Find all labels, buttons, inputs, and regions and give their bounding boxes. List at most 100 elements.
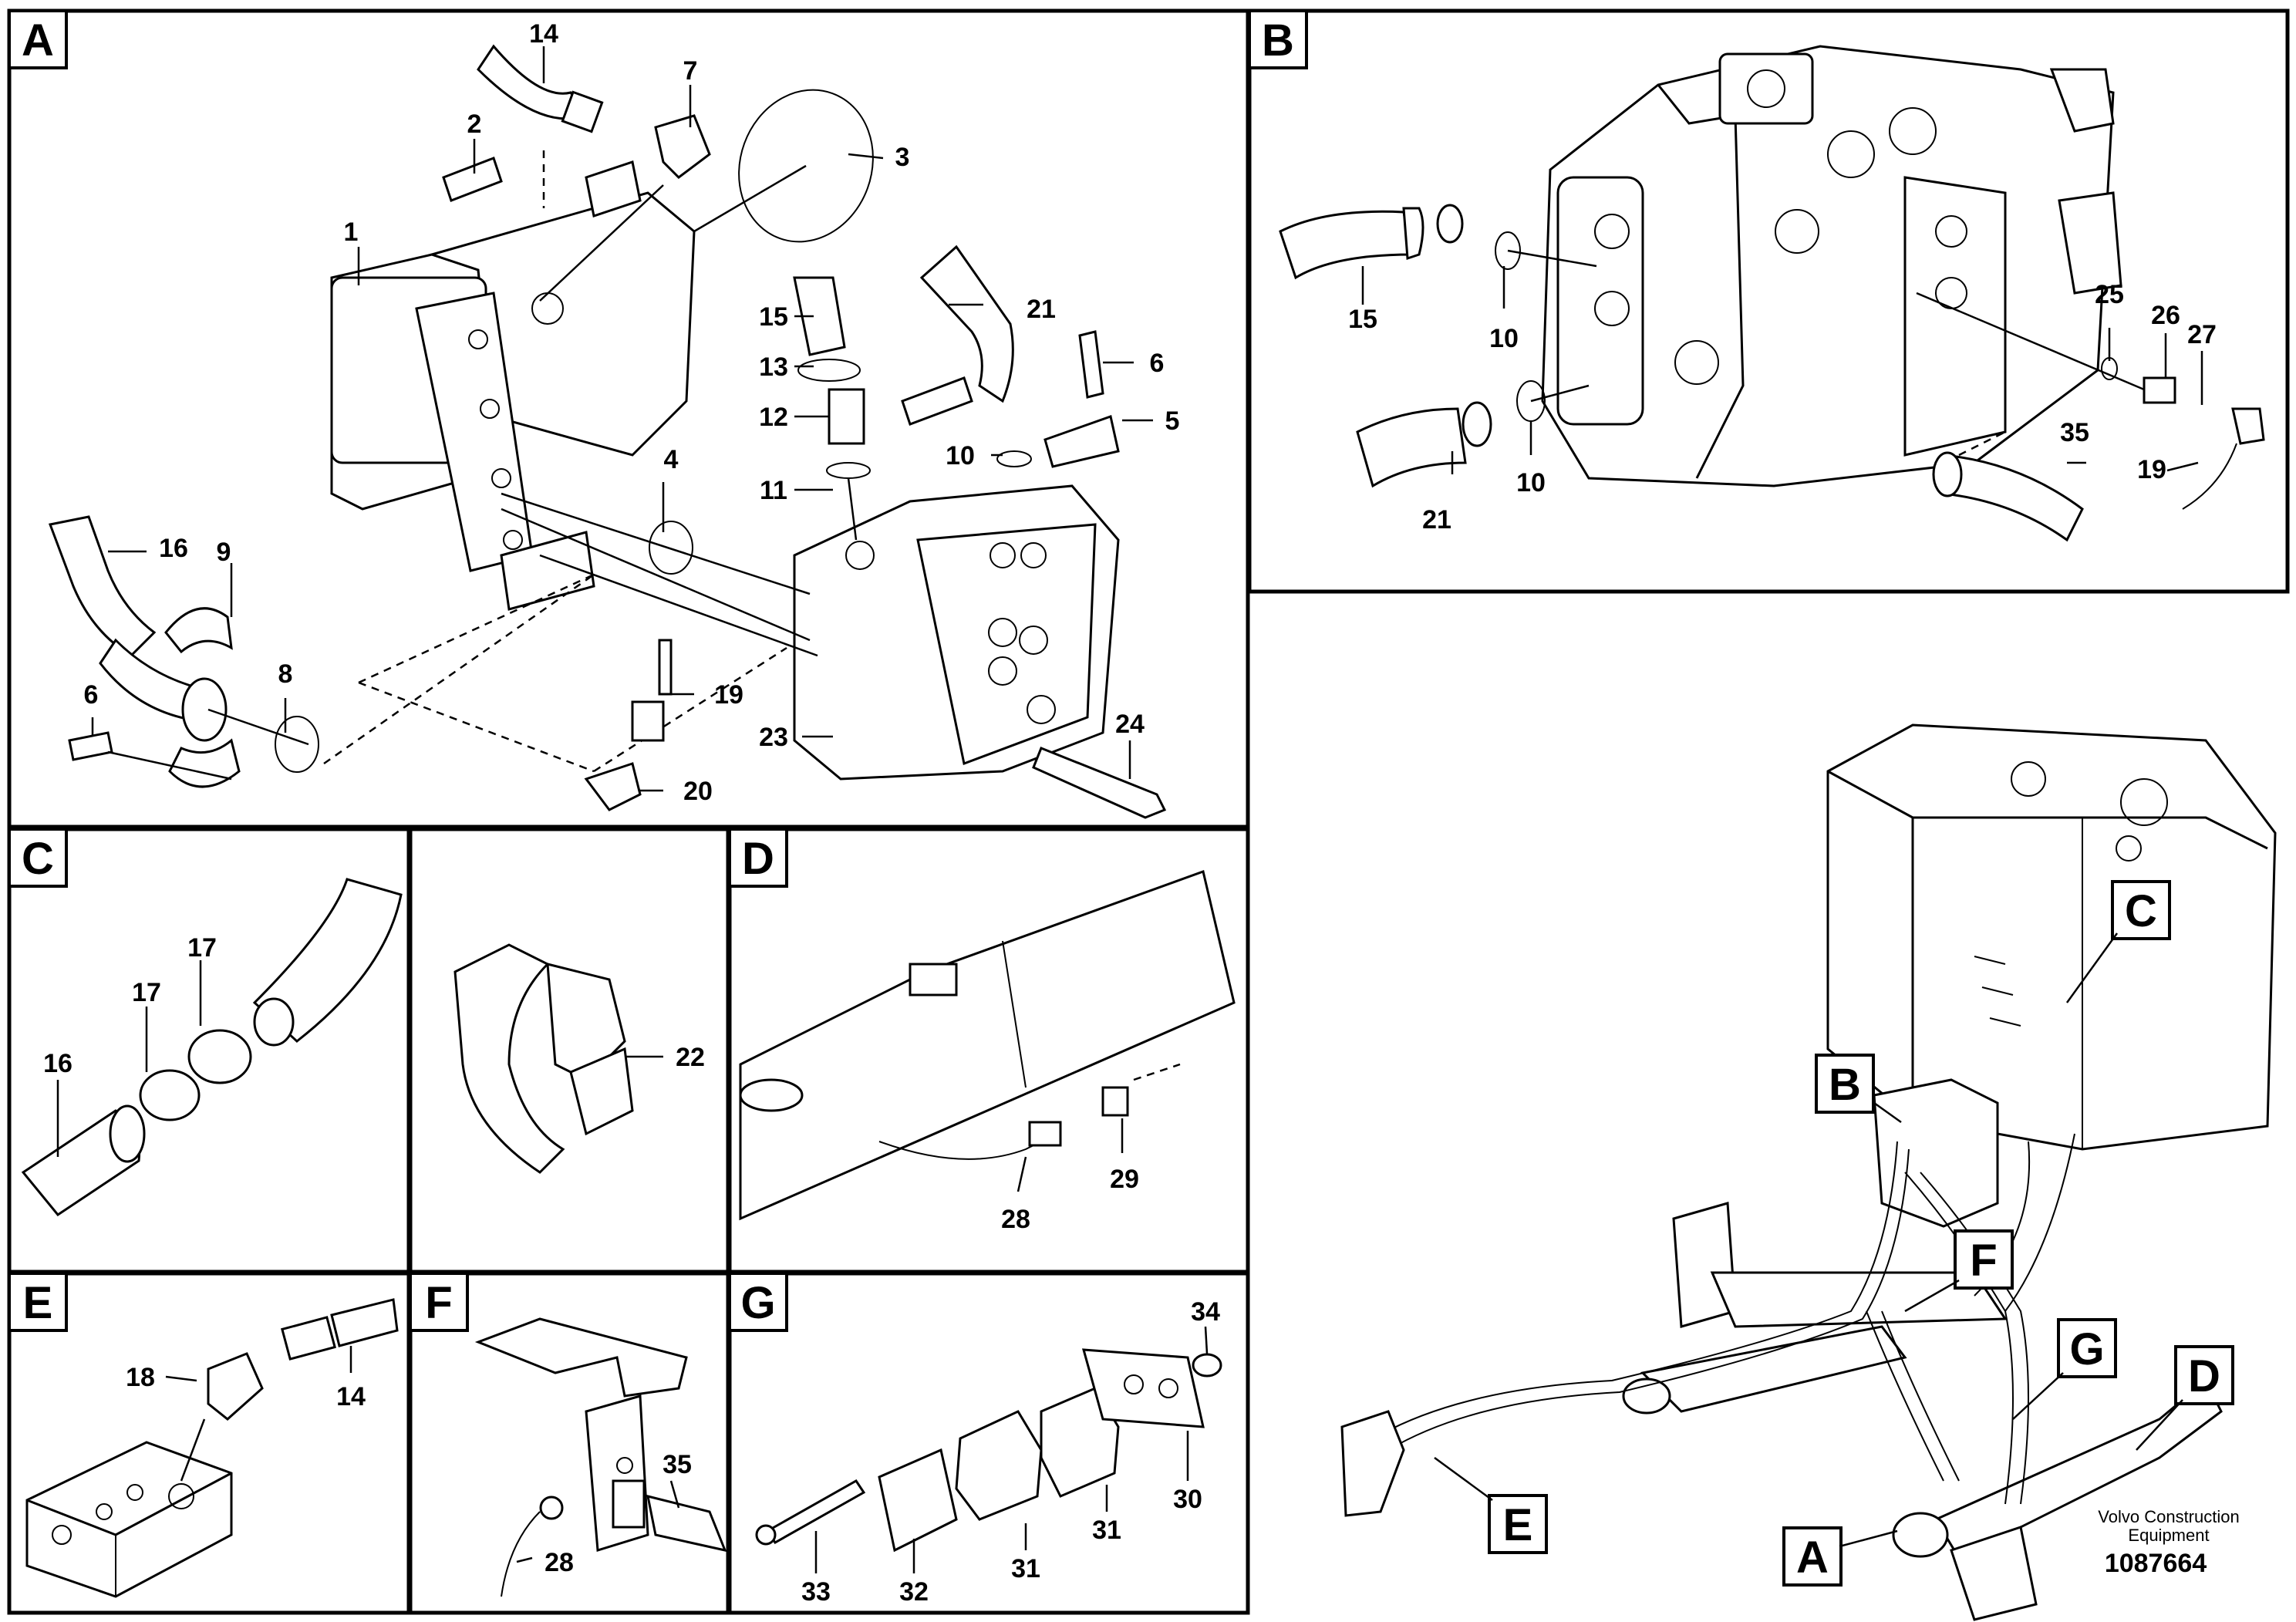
panel-b: B [1248, 9, 2265, 542]
callout-12: 12 [759, 403, 788, 432]
brand-line-2: Equipment [2128, 1526, 2209, 1545]
callout-33: 33 [801, 1577, 831, 1607]
plate-32 [878, 1448, 958, 1553]
oring-3 [738, 89, 874, 243]
hydraulic-tank [1826, 723, 2277, 1151]
elbow-20 [584, 762, 642, 811]
panel-f: F 35 28 [409, 1272, 727, 1597]
oring-11 [826, 462, 871, 479]
bolt-6 [1078, 330, 1104, 399]
marker-a: A [1796, 1533, 1829, 1583]
flange-5 [1043, 415, 1120, 468]
callout-27: 27 [2187, 320, 2217, 349]
hose-b21 [1356, 407, 1467, 488]
marker-f: F [1970, 1236, 1997, 1286]
hose-19a [658, 639, 673, 696]
callout-f28: 28 [544, 1548, 574, 1577]
overview-pump [1950, 1526, 2038, 1621]
panel-f-label: F [425, 1278, 452, 1328]
clamp-17a [187, 1029, 252, 1084]
hose-21 [919, 244, 1014, 403]
callout-b19: 19 [2137, 455, 2166, 484]
oring-b10a [1495, 231, 1521, 270]
plate-30 [1081, 1348, 1205, 1428]
callout-17a: 17 [187, 933, 217, 963]
callout-b10a: 10 [1489, 324, 1519, 353]
callout-29: 29 [1110, 1165, 1139, 1194]
panel-a: A [8, 9, 1179, 819]
callout-17b: 17 [132, 978, 161, 1007]
callout-18: 18 [126, 1363, 155, 1392]
callout-9: 9 [217, 538, 231, 567]
callout-15: 15 [759, 302, 788, 332]
hose-f35 [646, 1494, 727, 1553]
callout-8: 8 [278, 659, 293, 689]
fitting-e14 [281, 1316, 336, 1361]
marker-d: D [2188, 1351, 2220, 1401]
clamp-13 [797, 359, 861, 382]
panel-b-frame [1247, 8, 2290, 594]
document-number: 1087664 [2105, 1549, 2207, 1578]
bolt-24 [1032, 747, 1167, 819]
marker-c: C [2125, 886, 2157, 936]
callout-24: 24 [1115, 710, 1145, 739]
callout-14: 14 [529, 19, 558, 49]
callout-31a: 31 [1011, 1554, 1040, 1583]
overview-port-e [1340, 1410, 1405, 1517]
panel-c: C 17 17 16 [8, 828, 403, 1217]
callout-16: 16 [159, 534, 188, 563]
flange-face [181, 677, 228, 742]
callout-19: 19 [714, 680, 743, 710]
clamp-22 [453, 943, 565, 1174]
nut-34 [1192, 1353, 1222, 1378]
callout-25: 25 [2095, 280, 2124, 309]
hose-15 [793, 276, 846, 356]
callout-32: 32 [899, 1577, 929, 1607]
elbow-b19 [2231, 407, 2265, 445]
panel-g-frame [727, 1271, 1250, 1615]
valve-block-23 [793, 484, 1120, 781]
panel-c-label: C [22, 834, 54, 884]
panel-a-label: A [22, 15, 54, 66]
callout-22: 22 [676, 1043, 705, 1072]
callout-b35: 35 [2060, 418, 2089, 447]
flange-half [901, 376, 973, 426]
oring-4 [649, 521, 693, 575]
callout-1: 1 [344, 218, 359, 247]
oring-8 [275, 716, 319, 773]
overview-valve [1873, 1078, 1999, 1228]
cylinder-d [739, 870, 1236, 1221]
panel-e-label: E [23, 1278, 53, 1328]
bracket-f [474, 1317, 688, 1398]
hose-16 [48, 515, 157, 657]
block-31a [955, 1410, 1043, 1521]
callout-b10b: 10 [1516, 468, 1546, 497]
bolt-2 [442, 157, 503, 202]
elbow-7 [654, 114, 711, 179]
callout-30: 30 [1173, 1485, 1202, 1514]
marker-g: G [2069, 1324, 2104, 1374]
callout-21: 21 [1027, 295, 1056, 324]
overview-cylinder-left [1640, 1325, 1907, 1413]
fitting-12 [828, 388, 865, 445]
panel-d-label: D [742, 834, 774, 884]
callout-b15: 15 [1348, 305, 1377, 334]
callout-11: 11 [760, 476, 787, 505]
elbow-18 [207, 1352, 264, 1421]
callout-13: 13 [759, 352, 788, 382]
fitting-29 [1101, 1086, 1129, 1117]
marker-b: B [1829, 1060, 1861, 1110]
fitting-26 [2143, 376, 2176, 404]
callout-b21: 21 [1422, 505, 1451, 534]
panel-g-label: G [740, 1278, 775, 1328]
callout-f35: 35 [663, 1450, 692, 1479]
callout-31b: 31 [1092, 1516, 1121, 1545]
panel-c2: 22 [453, 943, 705, 1174]
clamp-17b [139, 1069, 201, 1121]
callout-4: 4 [664, 445, 679, 474]
callout-c16: 16 [43, 1049, 72, 1078]
pump-body [330, 160, 696, 611]
panel-d: D 28 29 [728, 828, 1236, 1234]
hose-b35 [1942, 454, 2084, 542]
